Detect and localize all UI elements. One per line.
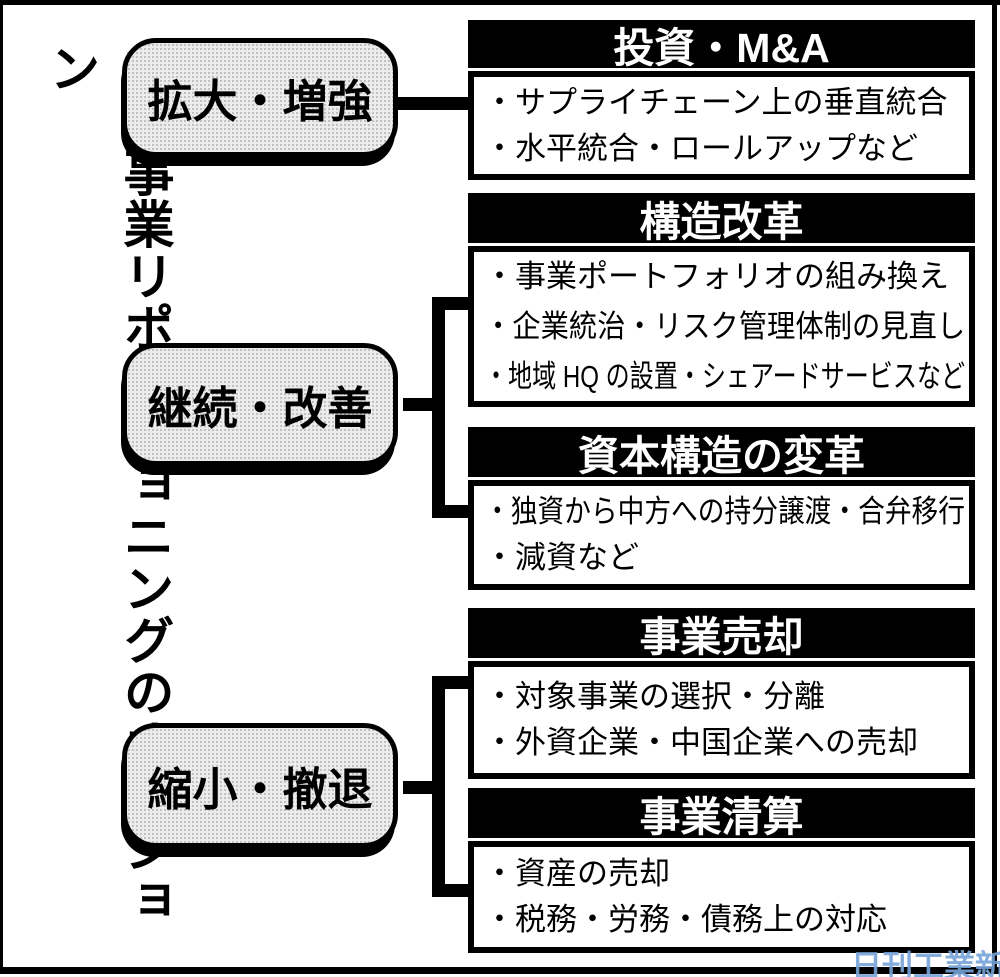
option-header: 構造改革	[468, 193, 975, 245]
option-header: 資本構造の変革	[468, 427, 975, 479]
option-body: ・独資から中方への持分譲渡・合弁移行 ・減資など	[468, 480, 975, 590]
frame-line-right	[992, 0, 997, 974]
connector-g2-vertical	[432, 297, 445, 518]
option-header: 事業売却	[468, 608, 975, 660]
bullet-item: ・税務・労務・債務上の対応	[484, 902, 887, 937]
bullet-item: ・減資など	[484, 540, 639, 575]
option-body: ・資産の売却 ・税務・労務・債務上の対応	[468, 841, 975, 953]
option-body: ・対象事業の選択・分離 ・外資企業・中国企業への売却	[468, 661, 975, 779]
bullet-item: ・水平統合・ロールアップなど	[484, 130, 918, 166]
bullet-item: ・独資から中方への持分譲渡・合弁移行	[484, 494, 965, 529]
frame-line-top	[0, 0, 1000, 5]
option-box-capital-structure: 資本構造の変革 ・独資から中方への持分譲渡・合弁移行 ・減資など	[468, 427, 975, 590]
bullet-item: ・サプライチェーン上の垂直統合	[484, 84, 948, 120]
publisher-watermark: 日刊工業新聞	[851, 949, 1000, 977]
option-box-investment-ma: 投資・M&A ・サプライチェーン上の垂直統合 ・水平統合・ロールアップなど	[468, 20, 975, 180]
connector-g1-stub	[398, 97, 468, 110]
connector-g3-branch-top	[432, 676, 468, 689]
connector-g2-branch-bottom	[432, 505, 468, 518]
pill-shrink-withdraw: 縮小・撤退	[122, 723, 398, 848]
bullet-item: ・外資企業・中国企業への売却	[484, 725, 918, 760]
option-header: 事業清算	[468, 788, 975, 840]
bullet-item: ・事業ポートフォリオの組み換え	[484, 258, 949, 294]
pill-continue-improve: 継続・改善	[122, 343, 398, 466]
frame-line-left	[0, 0, 3, 974]
connector-g3-branch-bottom	[432, 884, 468, 897]
option-box-business-liquidation: 事業清算 ・資産の売却 ・税務・労務・債務上の対応	[468, 788, 975, 953]
option-body: ・サプライチェーン上の垂直統合 ・水平統合・ロールアップなど	[468, 71, 975, 180]
bullet-item: ・地域 HQ の設置・シェアードサービスなど	[484, 358, 966, 394]
option-header: 投資・M&A	[468, 20, 975, 71]
option-body: ・事業ポートフォリオの組み換え ・企業統治・リスク管理体制の見直し ・地域 HQ…	[468, 246, 975, 407]
pill-expand-strengthen: 拡大・増強	[122, 38, 398, 157]
bullet-item: ・対象事業の選択・分離	[484, 679, 825, 714]
option-box-structural-reform: 構造改革 ・事業ポートフォリオの組み換え ・企業統治・リスク管理体制の見直し ・…	[468, 193, 975, 407]
option-box-business-sale: 事業売却 ・対象事業の選択・分離 ・外資企業・中国企業への売却	[468, 608, 975, 779]
connector-g2-branch-top	[432, 297, 468, 310]
connector-g3-vertical	[432, 676, 445, 897]
bullet-item: ・資産の売却	[484, 856, 670, 891]
bullet-item: ・企業統治・リスク管理体制の見直し	[484, 308, 966, 344]
frame-line-bottom	[0, 967, 1000, 974]
